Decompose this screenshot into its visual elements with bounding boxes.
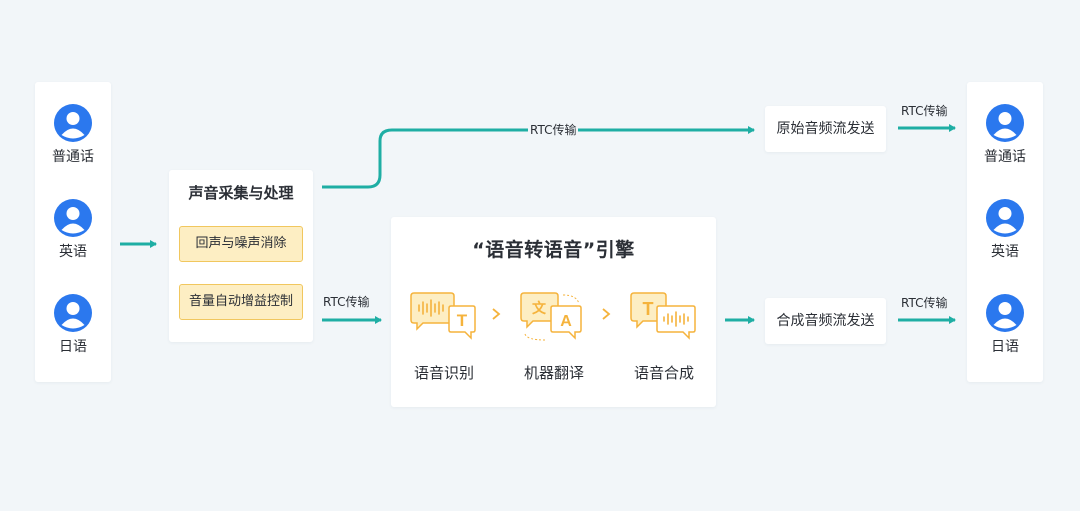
user-english: 英语 [35,199,111,261]
original-audio-send-box: 原始音频流发送 [765,106,886,152]
svg-text:文: 文 [532,300,547,317]
user-label: 英语 [59,244,87,260]
rtc-label-top: RTC传输 [528,122,579,138]
machine-translation-icon: 文 A [520,292,582,341]
user-mandarin: 普通话 [35,104,111,166]
user-icon [54,294,92,332]
chevron-right-icon [492,308,501,320]
svg-text:A: A [560,313,572,330]
svg-text:T: T [643,299,654,319]
chevron-right-icon [602,308,611,320]
speech-synthesis-icon: T [630,292,696,340]
user-japanese: 日语 [967,294,1043,356]
user-label: 普通话 [52,149,94,165]
user-icon [986,104,1024,142]
engine-title: “语音转语音”引擎 [472,239,635,261]
svg-text:T: T [457,311,468,330]
echo-noise-cancel-step: 回声与噪声消除 [179,226,303,262]
user-icon [54,104,92,142]
rtc-label-out-bottom: RTC传输 [899,295,950,311]
speech-to-speech-engine: “语音转语音”引擎 T 文 A T [391,217,716,407]
rtc-label-out-top: RTC传输 [899,103,950,119]
user-english: 英语 [967,199,1043,261]
arrow-capture-to-original [322,126,755,189]
capture-title: 声音采集与处理 [188,184,294,202]
user-label: 日语 [59,339,87,355]
step-label-translation: 机器翻译 [523,364,584,382]
right-users-panel: 普通话 英语 日语 [967,82,1043,382]
capture-processing-box: 声音采集与处理 回声与噪声消除 音量自动增益控制 [169,170,313,342]
rtc-label-engine: RTC传输 [321,294,372,310]
speech-recognition-icon: T [410,292,476,340]
user-icon [986,199,1024,237]
step-label-synthesis: 语音合成 [633,364,694,382]
user-icon [986,294,1024,332]
user-icon [54,199,92,237]
user-japanese: 日语 [35,294,111,356]
step-label-recognition: 语音识别 [413,364,474,382]
user-label: 英语 [991,244,1019,260]
synth-audio-send-box: 合成音频流发送 [765,298,886,344]
left-users-panel: 普通话 英语 日语 [35,82,111,382]
user-label: 普通话 [984,149,1026,165]
auto-gain-step: 音量自动增益控制 [179,284,303,320]
user-label: 日语 [991,339,1019,355]
user-mandarin: 普通话 [967,104,1043,166]
